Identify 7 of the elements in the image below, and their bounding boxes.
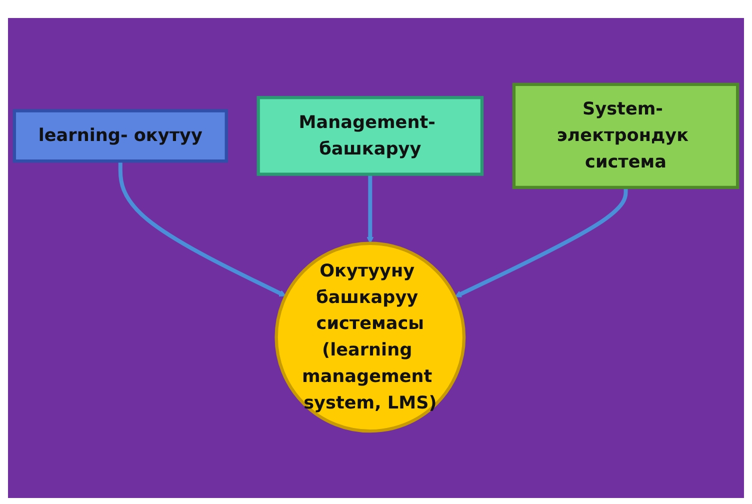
arrow xyxy=(118,161,286,297)
node-circle: Окутууну башкаруу системасы (learning management system, LMS) xyxy=(274,242,466,433)
arrow xyxy=(366,174,374,244)
node-box: Management- башкаруу xyxy=(256,96,484,176)
arrow xyxy=(454,188,628,298)
node-box: System- электрондук система xyxy=(512,83,740,190)
node-box: learning- окутуу xyxy=(12,109,228,163)
